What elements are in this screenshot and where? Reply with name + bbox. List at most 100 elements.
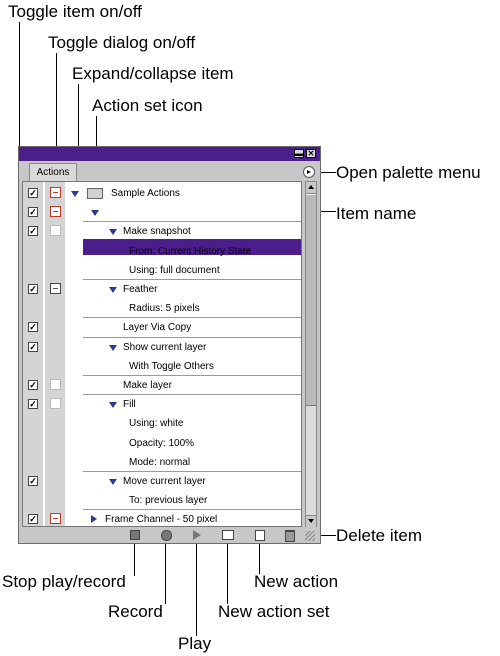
command-row[interactable]: ✓ Make snapshot — [23, 222, 301, 241]
toggle-item-column — [23, 182, 43, 526]
scroll-up-arrow[interactable] — [306, 182, 316, 194]
pointer-line-stop — [134, 542, 135, 576]
toggle-item-checkbox[interactable]: ✓ — [28, 188, 38, 198]
expand-triangle-icon[interactable] — [71, 191, 79, 197]
toggle-dialog-icon[interactable] — [50, 283, 61, 294]
actions-list: ✓Sample Actions✓Vignette (selection)✓Mak… — [22, 181, 302, 527]
pointer-line-play — [196, 542, 197, 636]
trash-icon[interactable] — [285, 530, 295, 542]
collapsed-triangle-icon[interactable] — [91, 515, 97, 524]
palette-menu-button[interactable] — [303, 166, 315, 178]
command-row[interactable]: ✓ Move current layer — [23, 472, 301, 491]
parameter-row[interactable]: With Toggle Others — [23, 357, 301, 376]
row-label: From: Current History State — [129, 245, 252, 257]
row-separator — [83, 394, 301, 396]
expand-triangle-icon[interactable] — [109, 287, 117, 293]
expand-triangle-icon[interactable] — [91, 210, 99, 217]
command-row[interactable]: ✓ Show current layer — [23, 338, 301, 357]
toggle-item-checkbox[interactable]: ✓ — [28, 322, 38, 333]
toggle-item-checkbox[interactable]: ✓ — [28, 207, 38, 218]
toggle-item-checkbox[interactable]: ✓ — [28, 226, 38, 237]
pointer-line-toggle-item — [19, 22, 20, 184]
toggle-dialog-icon[interactable] — [50, 513, 61, 525]
action-row[interactable]: ✓Vignette (selection) — [23, 203, 301, 223]
toggle-item-checkbox[interactable]: ✓ — [28, 341, 38, 352]
row-separator — [83, 374, 301, 376]
row-separator — [83, 317, 301, 319]
tab-actions[interactable]: Actions — [29, 163, 77, 181]
row-label: Make snapshot — [123, 226, 191, 238]
toggle-item-checkbox[interactable]: ✓ — [28, 399, 38, 410]
row-label: Fill — [123, 399, 136, 411]
parameter-row[interactable]: Using: white — [23, 414, 301, 433]
expand-triangle-icon[interactable] — [109, 479, 117, 485]
row-label: Sample Actions — [111, 188, 180, 199]
callout-item-name: Item name — [336, 204, 417, 223]
parameter-row[interactable]: Using: full document — [23, 261, 301, 280]
toggle-dialog-column — [45, 182, 65, 526]
new-action-button[interactable] — [255, 530, 265, 541]
action-set-row[interactable]: ✓ Sample Actions — [23, 184, 301, 203]
expand-triangle-icon[interactable] — [109, 229, 117, 236]
expand-triangle-icon[interactable] — [109, 402, 117, 409]
pointer-line-new-action — [259, 542, 260, 574]
stop-button[interactable] — [130, 530, 140, 540]
toggle-item-checkbox[interactable]: ✓ — [28, 476, 38, 486]
action-row[interactable]: ✓ Frame Channel - 50 pixel — [23, 510, 301, 526]
toggle-dialog-icon[interactable] — [50, 187, 61, 198]
resize-grip-icon[interactable] — [305, 531, 315, 541]
parameter-row[interactable]: Radius: 5 pixels — [23, 299, 301, 319]
row-label: Using: full document — [129, 264, 220, 276]
callout-new-action: New action — [254, 572, 339, 591]
command-row[interactable]: ✓ Fill — [23, 395, 301, 414]
scroll-down-arrow[interactable] — [306, 515, 316, 527]
row-label: Make layer — [123, 380, 172, 391]
toggle-item-checkbox[interactable]: ✓ — [28, 514, 38, 525]
pointer-line-expand-collapse — [78, 84, 79, 182]
parameter-row[interactable]: To: previous layer — [23, 491, 301, 511]
row-separator — [83, 336, 301, 338]
pointer-line-new-action-set — [227, 542, 228, 604]
play-button[interactable] — [193, 530, 201, 540]
command-row[interactable]: ✓ Make layer — [23, 376, 301, 396]
row-label: Opacity: 100% — [129, 437, 195, 449]
callout-stop-play-record: Stop play/record — [2, 572, 126, 591]
parameter-row[interactable]: Opacity: 100% — [23, 434, 301, 453]
record-button[interactable] — [161, 530, 172, 541]
parameter-row[interactable]: Mode: normal — [23, 453, 301, 472]
toggle-item-checkbox[interactable]: ✓ — [28, 380, 38, 390]
row-label: Show current layer — [123, 341, 207, 353]
row-label: Mode: normal — [129, 456, 191, 468]
callout-play: Play — [178, 634, 212, 653]
palette-titlebar[interactable]: ▬ ✕ — [19, 147, 320, 161]
row-label: To: previous layer — [129, 495, 208, 507]
row-label: Move current layer — [123, 476, 206, 487]
callout-toggle-dialog: Toggle dialog on/off — [48, 33, 196, 52]
row-label: Frame Channel - 50 pixel — [105, 514, 218, 526]
row-label: With Toggle Others — [129, 360, 214, 372]
pointer-line-open-palette-menu — [314, 172, 336, 173]
callout-record: Record — [108, 602, 163, 621]
callout-new-action-set: New action set — [218, 602, 330, 621]
minimize-button[interactable]: ▬ — [294, 149, 304, 158]
command-row[interactable]: ✓Layer Via Copy — [23, 318, 301, 338]
close-button[interactable]: ✕ — [306, 149, 316, 158]
expand-triangle-icon[interactable] — [109, 344, 117, 351]
callout-action-set-icon: Action set icon — [92, 96, 203, 115]
callout-expand-collapse: Expand/collapse item — [72, 64, 234, 83]
pointer-line-record — [165, 542, 166, 604]
scroll-thumb[interactable] — [306, 194, 316, 406]
parameter-row[interactable]: From: Current History State — [23, 242, 301, 261]
row-label: Using: white — [129, 418, 184, 430]
toggle-dialog-icon[interactable] — [50, 379, 61, 390]
new-action-set-button[interactable] — [222, 530, 234, 540]
row-separator — [83, 221, 301, 223]
toggle-dialog-icon[interactable] — [50, 225, 61, 237]
row-label: Feather — [123, 284, 158, 295]
vertical-scrollbar[interactable] — [305, 181, 317, 527]
toggle-dialog-icon[interactable] — [50, 398, 61, 410]
toggle-item-checkbox[interactable]: ✓ — [28, 284, 38, 294]
toggle-dialog-icon[interactable] — [50, 206, 61, 218]
row-separator — [83, 278, 301, 280]
command-row[interactable]: ✓ Feather — [23, 280, 301, 299]
